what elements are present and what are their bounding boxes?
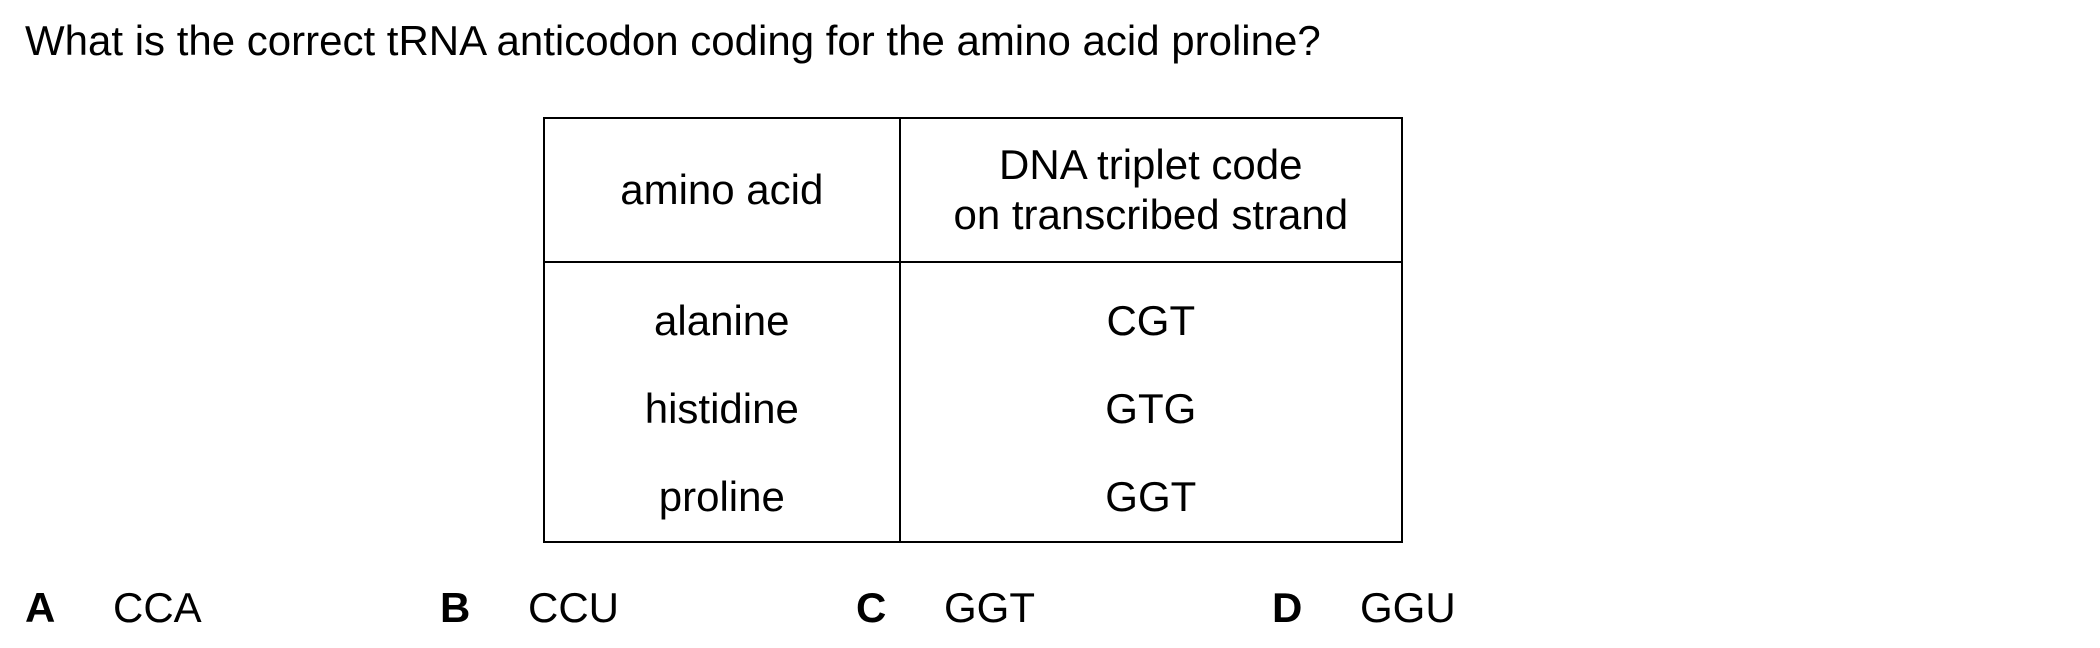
dna-code-cell: GTG xyxy=(898,365,1404,453)
header-dna-line2: on transcribed strand xyxy=(953,191,1349,238)
codon-table: amino acid DNA triplet code on transcrib… xyxy=(543,117,1404,543)
option-text: CCU xyxy=(528,584,619,631)
header-dna-triplet: DNA triplet code on transcribed strand xyxy=(898,117,1404,263)
header-dna-line1: DNA triplet code xyxy=(999,140,1303,188)
option-letter: A xyxy=(25,584,56,631)
amino-acid-cell: alanine xyxy=(543,262,901,365)
table-row: histidine GTG xyxy=(543,365,1404,453)
table-header-row: amino acid DNA triplet code on transcrib… xyxy=(543,117,1404,263)
option-text: GGT xyxy=(944,584,1035,631)
option-letter: B xyxy=(440,584,471,631)
option-letter: D xyxy=(1272,584,1303,631)
dna-code-cell: GGT xyxy=(898,453,1404,543)
option-text: CCA xyxy=(113,584,202,631)
table-row: proline GGT xyxy=(543,453,1404,543)
dna-code-cell: CGT xyxy=(898,262,1404,365)
amino-acid-cell: histidine xyxy=(543,365,901,453)
option-text: GGU xyxy=(1360,584,1456,631)
option-letter: C xyxy=(856,584,887,631)
question-text: What is the correct tRNA anticodon codin… xyxy=(25,17,1321,64)
amino-acid-cell: proline xyxy=(543,453,901,543)
header-amino-acid: amino acid xyxy=(543,117,901,263)
answer-options: A CCA B CCU C GGT D GGU xyxy=(0,584,2100,644)
table-row: alanine CGT xyxy=(543,262,1404,365)
